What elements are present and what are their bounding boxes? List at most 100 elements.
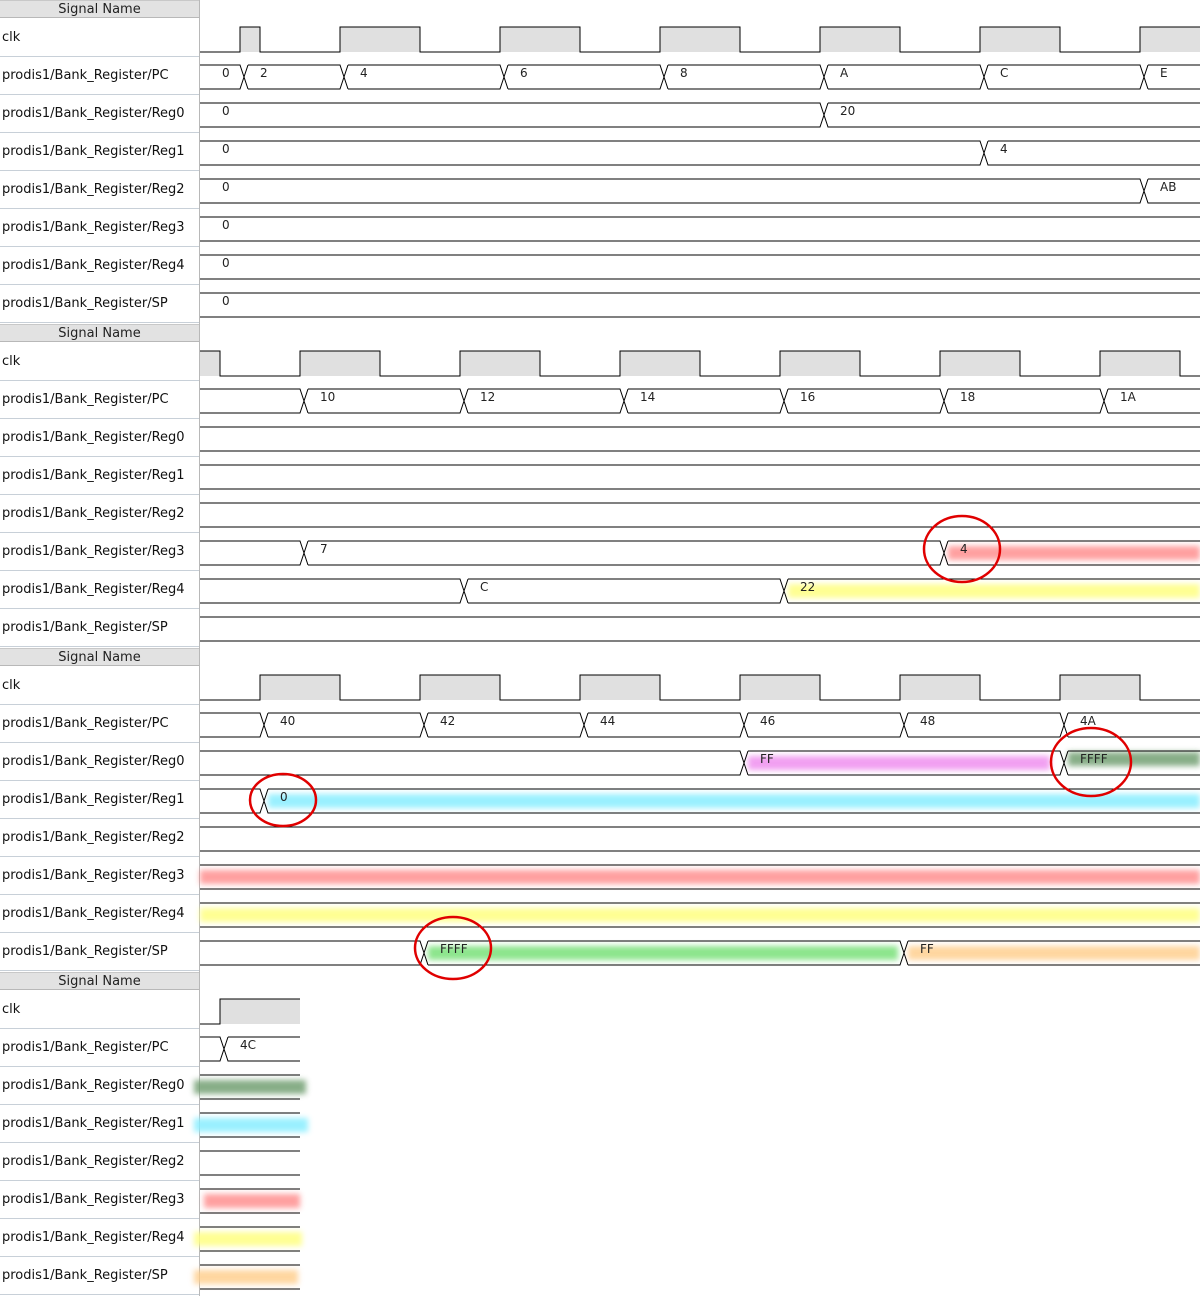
reg3-value: 0 bbox=[222, 218, 230, 232]
reg2-value: 0 bbox=[222, 180, 230, 194]
waveform-panel-3: Signal Name clk prodis1/Bank_Register/PC… bbox=[0, 648, 1200, 981]
reg1-highlight bbox=[194, 1118, 308, 1132]
signal-name-reg3[interactable]: prodis1/Bank_Register/Reg3 bbox=[0, 1181, 199, 1219]
column-divider bbox=[199, 972, 200, 1296]
clk-waveform bbox=[200, 998, 300, 1025]
signal-name-reg0[interactable]: prodis1/Bank_Register/Reg0 bbox=[0, 419, 199, 457]
reg0-ffff-highlight bbox=[1068, 752, 1200, 766]
clk-high-fill bbox=[260, 675, 1140, 700]
signal-name-header: Signal Name bbox=[0, 324, 199, 342]
bus-waveforms bbox=[200, 1036, 300, 1290]
reg4-highlight bbox=[194, 1232, 302, 1246]
signal-name-reg1[interactable]: prodis1/Bank_Register/Reg1 bbox=[0, 133, 199, 171]
reg4-highlight bbox=[788, 584, 1200, 598]
reg3-value: 4 bbox=[960, 542, 968, 556]
signal-name-clk[interactable]: clk bbox=[0, 667, 199, 705]
reg2-value: AB bbox=[1160, 180, 1176, 194]
pc-value: 42 bbox=[440, 714, 455, 728]
pc-value: C bbox=[1000, 66, 1008, 80]
signal-name-pc[interactable]: prodis1/Bank_Register/PC bbox=[0, 705, 199, 743]
signal-name-reg2[interactable]: prodis1/Bank_Register/Reg2 bbox=[0, 495, 199, 533]
signal-name-clk[interactable]: clk bbox=[0, 991, 199, 1029]
signal-name-reg3[interactable]: prodis1/Bank_Register/Reg3 bbox=[0, 209, 199, 247]
reg1-value: 0 bbox=[280, 790, 288, 804]
reg1-value: 4 bbox=[1000, 142, 1008, 156]
column-divider bbox=[199, 0, 200, 324]
signal-name-sp[interactable]: prodis1/Bank_Register/SP bbox=[0, 1257, 199, 1295]
signal-name-reg1[interactable]: prodis1/Bank_Register/Reg1 bbox=[0, 457, 199, 495]
signal-name-clk[interactable]: clk bbox=[0, 343, 199, 381]
reg4-value: 22 bbox=[800, 580, 815, 594]
reg0-value: 20 bbox=[840, 104, 855, 118]
reg3-highlight bbox=[200, 870, 1200, 884]
signal-name-pc[interactable]: prodis1/Bank_Register/PC bbox=[0, 1029, 199, 1067]
signal-name-pc[interactable]: prodis1/Bank_Register/PC bbox=[0, 381, 199, 419]
sp-value: 0 bbox=[222, 294, 230, 308]
sp-value: FF bbox=[920, 942, 934, 956]
signal-name-clk[interactable]: clk bbox=[0, 19, 199, 57]
reg3-highlight bbox=[948, 546, 1200, 560]
signal-name-pc[interactable]: prodis1/Bank_Register/PC bbox=[0, 57, 199, 95]
waveform-area[interactable]: 4C bbox=[194, 972, 308, 1296]
pc-value: 4 bbox=[360, 66, 368, 80]
pc-value: 12 bbox=[480, 390, 495, 404]
bus-waveforms bbox=[200, 388, 1200, 642]
clk-high-fill bbox=[220, 999, 300, 1024]
signal-name-header: Signal Name bbox=[0, 648, 199, 666]
signal-name-reg4[interactable]: prodis1/Bank_Register/Reg4 bbox=[0, 571, 199, 609]
reg3-value: 7 bbox=[320, 542, 328, 556]
reg1-value: 0 bbox=[222, 142, 230, 156]
signal-name-reg0[interactable]: prodis1/Bank_Register/Reg0 bbox=[0, 743, 199, 781]
pc-value: A bbox=[840, 66, 849, 80]
signal-name-reg4[interactable]: prodis1/Bank_Register/Reg4 bbox=[0, 895, 199, 933]
pc-value: 2 bbox=[260, 66, 268, 80]
reg3-highlight bbox=[204, 1194, 300, 1208]
reg0-value: FF bbox=[760, 752, 774, 766]
waveform-area[interactable]: 0 2 4 6 8 A C E 0 20 0 4 0 AB 0 0 0 bbox=[200, 0, 1200, 324]
annotation-circle bbox=[248, 772, 318, 828]
signal-name-reg3[interactable]: prodis1/Bank_Register/Reg3 bbox=[0, 533, 199, 571]
waveform-panel-2: Signal Name clk prodis1/Bank_Register/PC… bbox=[0, 324, 1200, 648]
signal-name-reg2[interactable]: prodis1/Bank_Register/Reg2 bbox=[0, 171, 199, 209]
pc-value: 16 bbox=[800, 390, 815, 404]
signal-name-reg4[interactable]: prodis1/Bank_Register/Reg4 bbox=[0, 1219, 199, 1257]
pc-value: 14 bbox=[640, 390, 655, 404]
signal-name-reg2[interactable]: prodis1/Bank_Register/Reg2 bbox=[0, 1143, 199, 1181]
signal-name-sp[interactable]: prodis1/Bank_Register/SP bbox=[0, 285, 199, 323]
clk-waveform bbox=[200, 26, 1200, 53]
pc-value: 8 bbox=[680, 66, 688, 80]
clk-high-fill bbox=[240, 27, 1200, 52]
pc-value: 44 bbox=[600, 714, 615, 728]
column-divider bbox=[199, 324, 200, 648]
reg1-highlight bbox=[268, 794, 1200, 808]
signal-name-reg1[interactable]: prodis1/Bank_Register/Reg1 bbox=[0, 1105, 199, 1143]
signal-name-reg4[interactable]: prodis1/Bank_Register/Reg4 bbox=[0, 247, 199, 285]
sp-highlight bbox=[194, 1270, 298, 1284]
signal-name-header: Signal Name bbox=[0, 0, 199, 18]
pc-value: 4C bbox=[240, 1038, 256, 1052]
signal-name-reg2[interactable]: prodis1/Bank_Register/Reg2 bbox=[0, 819, 199, 857]
reg0-value: FFFF bbox=[1080, 752, 1108, 766]
reg0-value: 0 bbox=[222, 104, 230, 118]
clk-high-fill bbox=[200, 351, 1180, 376]
waveform-area[interactable]: 10 12 14 16 18 1A 7 4 C 22 bbox=[200, 324, 1200, 648]
pc-value: E bbox=[1160, 66, 1168, 80]
waveform-area[interactable]: 40 42 44 46 48 4A FF FFFF 0 FFFF FF bbox=[200, 648, 1200, 981]
signal-name-sp[interactable]: prodis1/Bank_Register/SP bbox=[0, 609, 199, 647]
annotation-circle bbox=[922, 514, 1002, 584]
column-divider bbox=[199, 648, 200, 972]
pc-value: 46 bbox=[760, 714, 775, 728]
pc-value: 1A bbox=[1120, 390, 1137, 404]
sp-ff-highlight bbox=[908, 946, 1200, 960]
sp-value: FFFF bbox=[440, 942, 468, 956]
reg4-value: C bbox=[480, 580, 488, 594]
signal-name-sp[interactable]: prodis1/Bank_Register/SP bbox=[0, 933, 199, 971]
pc-value: 10 bbox=[320, 390, 335, 404]
pc-value: 48 bbox=[920, 714, 935, 728]
reg0-ff-highlight bbox=[748, 756, 1050, 770]
signal-name-reg3[interactable]: prodis1/Bank_Register/Reg3 bbox=[0, 857, 199, 895]
signal-name-reg0[interactable]: prodis1/Bank_Register/Reg0 bbox=[0, 1067, 199, 1105]
signal-name-reg1[interactable]: prodis1/Bank_Register/Reg1 bbox=[0, 781, 199, 819]
pc-value: 4A bbox=[1080, 714, 1097, 728]
signal-name-reg0[interactable]: prodis1/Bank_Register/Reg0 bbox=[0, 95, 199, 133]
